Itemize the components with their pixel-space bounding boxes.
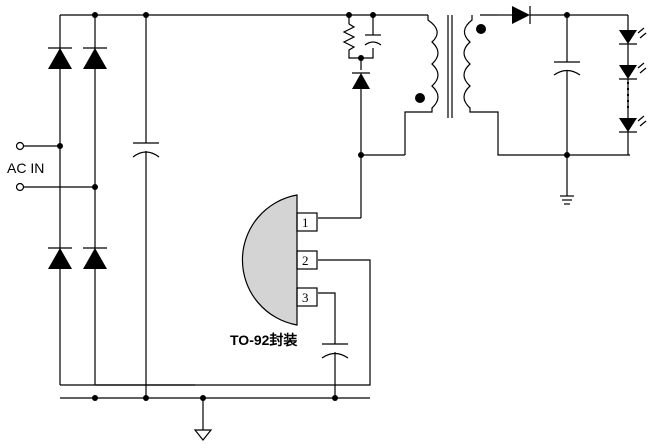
ic-pin-2-box xyxy=(296,250,318,270)
ac-terminal-1 xyxy=(15,141,25,151)
ground-symbol xyxy=(193,398,213,441)
ic-body xyxy=(241,194,298,326)
led-3 xyxy=(619,115,647,133)
transformer-core xyxy=(447,15,453,118)
led-1 xyxy=(619,27,647,45)
ic-pin-3-box xyxy=(296,287,318,307)
led-string xyxy=(619,15,647,155)
bridge-rectifier xyxy=(48,14,428,386)
transformer-primary xyxy=(404,15,439,155)
ic-pin-3-label: 3 xyxy=(302,290,309,305)
snubber-network xyxy=(342,15,405,218)
primary-polarity-dot xyxy=(415,93,425,103)
snubber-diode xyxy=(352,73,370,89)
ic-pin-2-label: 2 xyxy=(302,253,309,268)
ic-pin-1-box xyxy=(296,212,318,232)
output-diode xyxy=(498,6,628,24)
output-capacitor xyxy=(553,15,581,205)
diode-d4 xyxy=(83,248,107,269)
top-rail-wire xyxy=(59,14,428,386)
diode-d1 xyxy=(48,48,72,69)
diode-d3 xyxy=(48,248,72,269)
ac-input: AC IN xyxy=(7,141,95,192)
to92-ic: 1 2 3 TO-92封装 xyxy=(230,194,318,348)
ac-terminal-2 xyxy=(15,182,25,192)
transformer-secondary xyxy=(463,14,630,156)
package-label: TO-92封装 xyxy=(230,332,298,348)
bulk-capacitor xyxy=(132,15,160,398)
snubber-resistor xyxy=(342,23,374,59)
led-2 xyxy=(619,62,647,80)
junction-dots xyxy=(57,12,570,401)
pin3-capacitor xyxy=(318,292,349,398)
output-diode-triangle xyxy=(512,6,530,24)
ac-in-label: AC IN xyxy=(7,160,44,176)
diode-d2 xyxy=(83,48,107,69)
ic-pin-1-label: 1 xyxy=(302,215,309,230)
secondary-polarity-dot xyxy=(476,24,486,34)
